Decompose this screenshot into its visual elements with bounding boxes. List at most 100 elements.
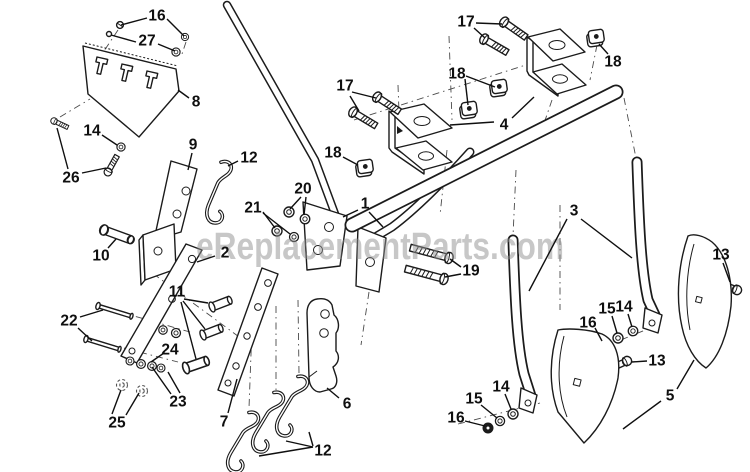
watermark: eReplacementParts.com: [196, 226, 564, 268]
fastener-nut-16-bottom: [482, 422, 494, 434]
leader-line-21: [262, 212, 291, 235]
leader-line-6: [326, 387, 340, 399]
leader-line-12-bottom: [285, 440, 314, 448]
fastener-bolt-26: [49, 116, 70, 131]
callout-11: 11: [169, 284, 186, 301]
leader-line-3: [580, 218, 633, 259]
part-anchor-plate: [306, 297, 340, 393]
callout-13-bottom: 13: [648, 353, 666, 370]
part-clevis-pin-10: [97, 222, 137, 247]
part-hairpin-top: [203, 158, 234, 226]
leader-line-13-right: [722, 262, 731, 283]
leader-line-15-mid: [611, 315, 618, 334]
leader-line-12-top: [227, 160, 239, 167]
leader-line-26: [56, 127, 69, 170]
callout-10: 10: [92, 248, 109, 265]
callout-18-left: 18: [324, 145, 342, 162]
leader-line-18-mid: [465, 75, 496, 88]
leader-line-27: [157, 43, 176, 52]
fastener-nut-27a: [105, 30, 113, 38]
leader-line-17-left: [351, 91, 377, 99]
leader-line-16-top-left: [166, 18, 185, 37]
callout-23: 23: [169, 394, 187, 411]
leader-line-1: [368, 211, 384, 228]
callout-1: 1: [361, 196, 370, 213]
leader-line-17-left: [349, 95, 360, 112]
leader-line-11: [182, 300, 206, 330]
fastener-washer-14-bottom: [507, 408, 519, 420]
part-shank-left: [507, 234, 538, 414]
fastener-washer-14-mid: [627, 325, 639, 337]
leader-line-9: [187, 152, 193, 171]
part-handlebar-left: [222, 0, 348, 271]
callout-22: 22: [60, 313, 77, 330]
callout-13-right: 13: [712, 247, 730, 264]
leader-line-15-bottom: [480, 404, 498, 419]
callout-4: 4: [500, 117, 509, 134]
leader-line-19: [449, 258, 462, 268]
leader-line-5: [622, 400, 662, 430]
part-blade-middle: [550, 328, 620, 444]
leader-line-4: [449, 121, 495, 126]
leader-line-22: [79, 309, 104, 318]
callout-5: 5: [666, 388, 675, 405]
leader-line-14-mid: [627, 313, 633, 328]
part-shank-right: [631, 156, 663, 334]
callout-16-top-left: 16: [148, 8, 166, 25]
leader-line-16-bottom: [464, 420, 486, 427]
callout-14-top-left: 14: [83, 123, 101, 140]
leader-line-8: [177, 89, 190, 99]
callout-17-right: 17: [457, 14, 474, 31]
part-clevis-pin-11a: [207, 293, 235, 314]
leader-line-20: [289, 196, 302, 210]
leader-line-18-right: [598, 43, 609, 55]
leader-line-5: [676, 359, 695, 390]
callout-24: 24: [161, 342, 179, 359]
leader-line-4: [511, 96, 535, 119]
callout-19: 19: [462, 263, 480, 280]
leader-line-13-bottom: [631, 360, 648, 363]
leader-line-17-right: [475, 22, 503, 25]
fastener-nut-27b: [171, 47, 181, 57]
part-bolt-17b: [346, 104, 380, 132]
callout-25: 25: [108, 415, 126, 432]
leader-line-25: [111, 389, 122, 415]
callout-6: 6: [343, 396, 352, 413]
leader-line-11: [183, 298, 209, 304]
part-mounting-plate: [82, 42, 180, 138]
leader-line-18-mid: [464, 78, 469, 106]
leader-line-18-left: [342, 156, 359, 166]
leader-line-19: [444, 273, 462, 278]
leader-line-1: [342, 209, 359, 218]
callout-9: 9: [189, 137, 198, 154]
leader-line-25: [125, 392, 140, 416]
leader-line-23: [151, 366, 172, 395]
part-bracket-arm: [138, 160, 198, 286]
part-bolt-17c: [497, 14, 530, 43]
fastener-square-nut-18d: [585, 28, 606, 48]
callout-7: 7: [220, 414, 229, 431]
leader-line-23: [167, 371, 181, 394]
leader-line-14-top-left: [101, 134, 118, 146]
callout-3: 3: [570, 203, 579, 220]
callout-16-bottom: 16: [447, 410, 465, 427]
fastener-washer-14: [116, 142, 126, 152]
part-u-bracket-right: [526, 28, 587, 97]
callout-2: 2: [221, 245, 230, 262]
leader-line-12-bottom: [258, 446, 314, 457]
callout-21: 21: [244, 200, 262, 217]
callout-26: 26: [62, 170, 80, 187]
part-u-bracket-middle: [388, 103, 453, 175]
fastener-square-nut-18c: [488, 78, 509, 98]
callout-8: 8: [192, 94, 201, 111]
part-toolbar-beam: [344, 84, 624, 233]
part-link-bar-7: [217, 267, 279, 397]
callout-12-top: 12: [240, 150, 257, 167]
leader-line-10: [107, 238, 117, 249]
callout-17-left: 17: [336, 78, 353, 95]
callout-14-mid: 14: [615, 299, 633, 316]
leader-line-12-bottom: [308, 431, 314, 447]
